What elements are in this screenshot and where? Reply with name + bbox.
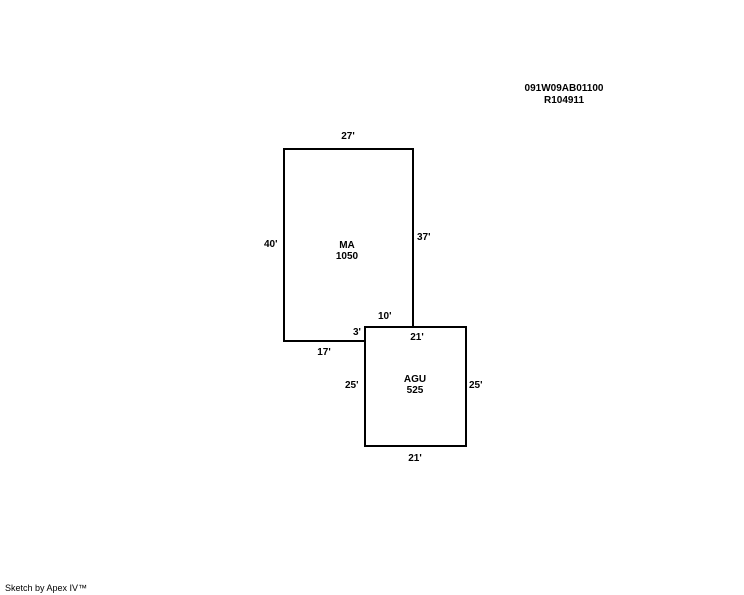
dim-ma-step: 3' — [353, 327, 361, 338]
room-agu-name: AGU — [403, 374, 427, 385]
dim-agu-top: 21' — [410, 332, 424, 343]
parcel-map-number: 091W09AB01100 — [524, 83, 604, 94]
sketch-credit: Sketch by Apex IV™ — [5, 583, 88, 593]
dim-agu-bottom: 21' — [408, 453, 422, 464]
dim-ma-right: 37' — [417, 232, 431, 243]
dim-ma-bottom: 17' — [317, 347, 331, 358]
room-agu-area: 525 — [406, 385, 424, 396]
parcel-info: 091W09AB01100 R104911 — [518, 83, 610, 107]
room-ma-name: MA — [339, 240, 355, 251]
dim-ma-top: 27' — [341, 131, 355, 142]
room-ma — [283, 148, 414, 342]
dim-ma-lower-right: 10' — [378, 311, 392, 322]
room-agu — [364, 326, 467, 447]
room-ma-label: MA 1050 — [336, 240, 358, 262]
room-ma-area: 1050 — [335, 251, 359, 262]
dim-agu-right: 25' — [469, 380, 483, 391]
parcel-account: R104911 — [543, 95, 585, 106]
dim-agu-left: 25' — [345, 380, 359, 391]
dim-ma-left: 40' — [264, 239, 278, 250]
room-agu-label: AGU 525 — [404, 374, 426, 396]
